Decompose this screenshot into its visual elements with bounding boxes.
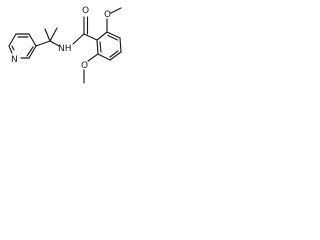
bond	[96, 39, 99, 55]
bond	[97, 53, 111, 61]
bond	[8, 45, 13, 54]
methoxy-oxygen-top-label: O	[104, 10, 111, 20]
bond	[106, 31, 121, 39]
bond	[119, 37, 122, 53]
bond	[83, 33, 98, 41]
carbonyl-oxygen-label: O	[82, 6, 89, 16]
double-bond-inner	[107, 34, 119, 41]
amide-nh-label: NH	[58, 44, 72, 54]
gem-dimethyl-carbon	[35, 27, 60, 47]
methoxy-top	[106, 7, 122, 33]
bond	[28, 45, 37, 59]
chemical-structure: N NH O O O	[8, 6, 122, 84]
bond	[110, 7, 122, 14]
methoxy-bottom	[83, 53, 99, 84]
double-bond-inner	[109, 50, 119, 58]
bond	[109, 51, 122, 61]
methoxy-oxygen-bottom-label: O	[81, 61, 88, 71]
bond	[44, 28, 51, 42]
bond	[35, 40, 51, 47]
double-bond-inner	[11, 45, 15, 51]
amide-group	[72, 16, 98, 45]
double-bond-inner	[99, 41, 102, 53]
benzene-ring	[96, 31, 122, 61]
pyridine-nitrogen-label: N	[11, 55, 18, 65]
double-bond-inner	[26, 46, 34, 57]
bond	[49, 27, 58, 42]
pyridine-ring	[8, 33, 37, 59]
bond	[28, 33, 37, 47]
bond	[72, 33, 85, 45]
bond	[8, 33, 17, 47]
bond	[49, 40, 60, 47]
bond	[96, 31, 108, 41]
bond	[87, 53, 99, 62]
